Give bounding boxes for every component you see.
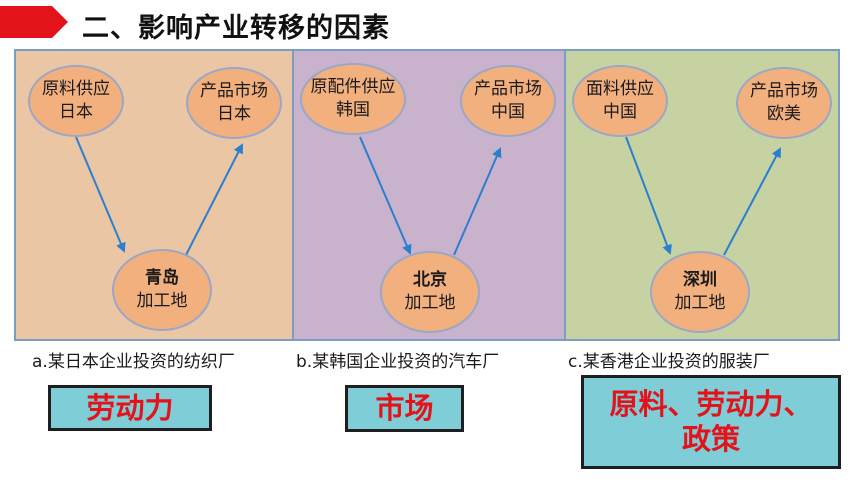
answer-box-a: 劳动力	[48, 385, 212, 431]
source-node: 原配件供应韩国	[300, 63, 406, 135]
page-title: 二、影响产业转移的因素	[82, 13, 390, 44]
arrow-site-to-market	[185, 143, 243, 256]
caption-b: b.某韩国企业投资的汽车厂	[296, 352, 500, 372]
arrow-site-to-market	[453, 147, 502, 256]
caption-c: c.某香港企业投资的服装厂	[568, 352, 770, 372]
panel-a-arrows	[75, 136, 243, 256]
source-node: 原料供应日本	[28, 65, 124, 137]
panel-a: 原料供应日本 产品市场日本 青岛加工地	[16, 51, 292, 339]
panel-c-arrows	[625, 136, 781, 256]
arrow-site-to-market	[723, 147, 781, 256]
title-arrow-icon	[0, 6, 68, 38]
market-node: 产品市场日本	[186, 67, 282, 139]
processing-site-node: 深圳加工地	[650, 251, 750, 333]
caption-a: a.某日本企业投资的纺织厂	[32, 352, 235, 372]
market-node: 产品市场中国	[460, 65, 556, 137]
answer-box-b: 市场	[345, 385, 464, 432]
answer-box-c: 原料、劳动力、 政策	[581, 375, 841, 469]
diagram-frame: 原料供应日本 产品市场日本 青岛加工地 原配件供应韩国 产品市场中国 北京加工地	[14, 49, 840, 341]
panel-b: 原配件供应韩国 产品市场中国 北京加工地	[292, 51, 564, 339]
source-node: 面料供应中国	[572, 65, 668, 137]
panel-b-arrows	[359, 136, 502, 256]
arrow-source-to-site	[75, 136, 126, 253]
arrow-source-to-site	[625, 136, 672, 255]
processing-site-node: 青岛加工地	[112, 249, 212, 331]
arrow-source-to-site	[359, 136, 412, 255]
panel-c: 面料供应中国 产品市场欧美 深圳加工地	[564, 51, 838, 339]
market-node: 产品市场欧美	[736, 67, 832, 139]
processing-site-node: 北京加工地	[380, 251, 480, 333]
